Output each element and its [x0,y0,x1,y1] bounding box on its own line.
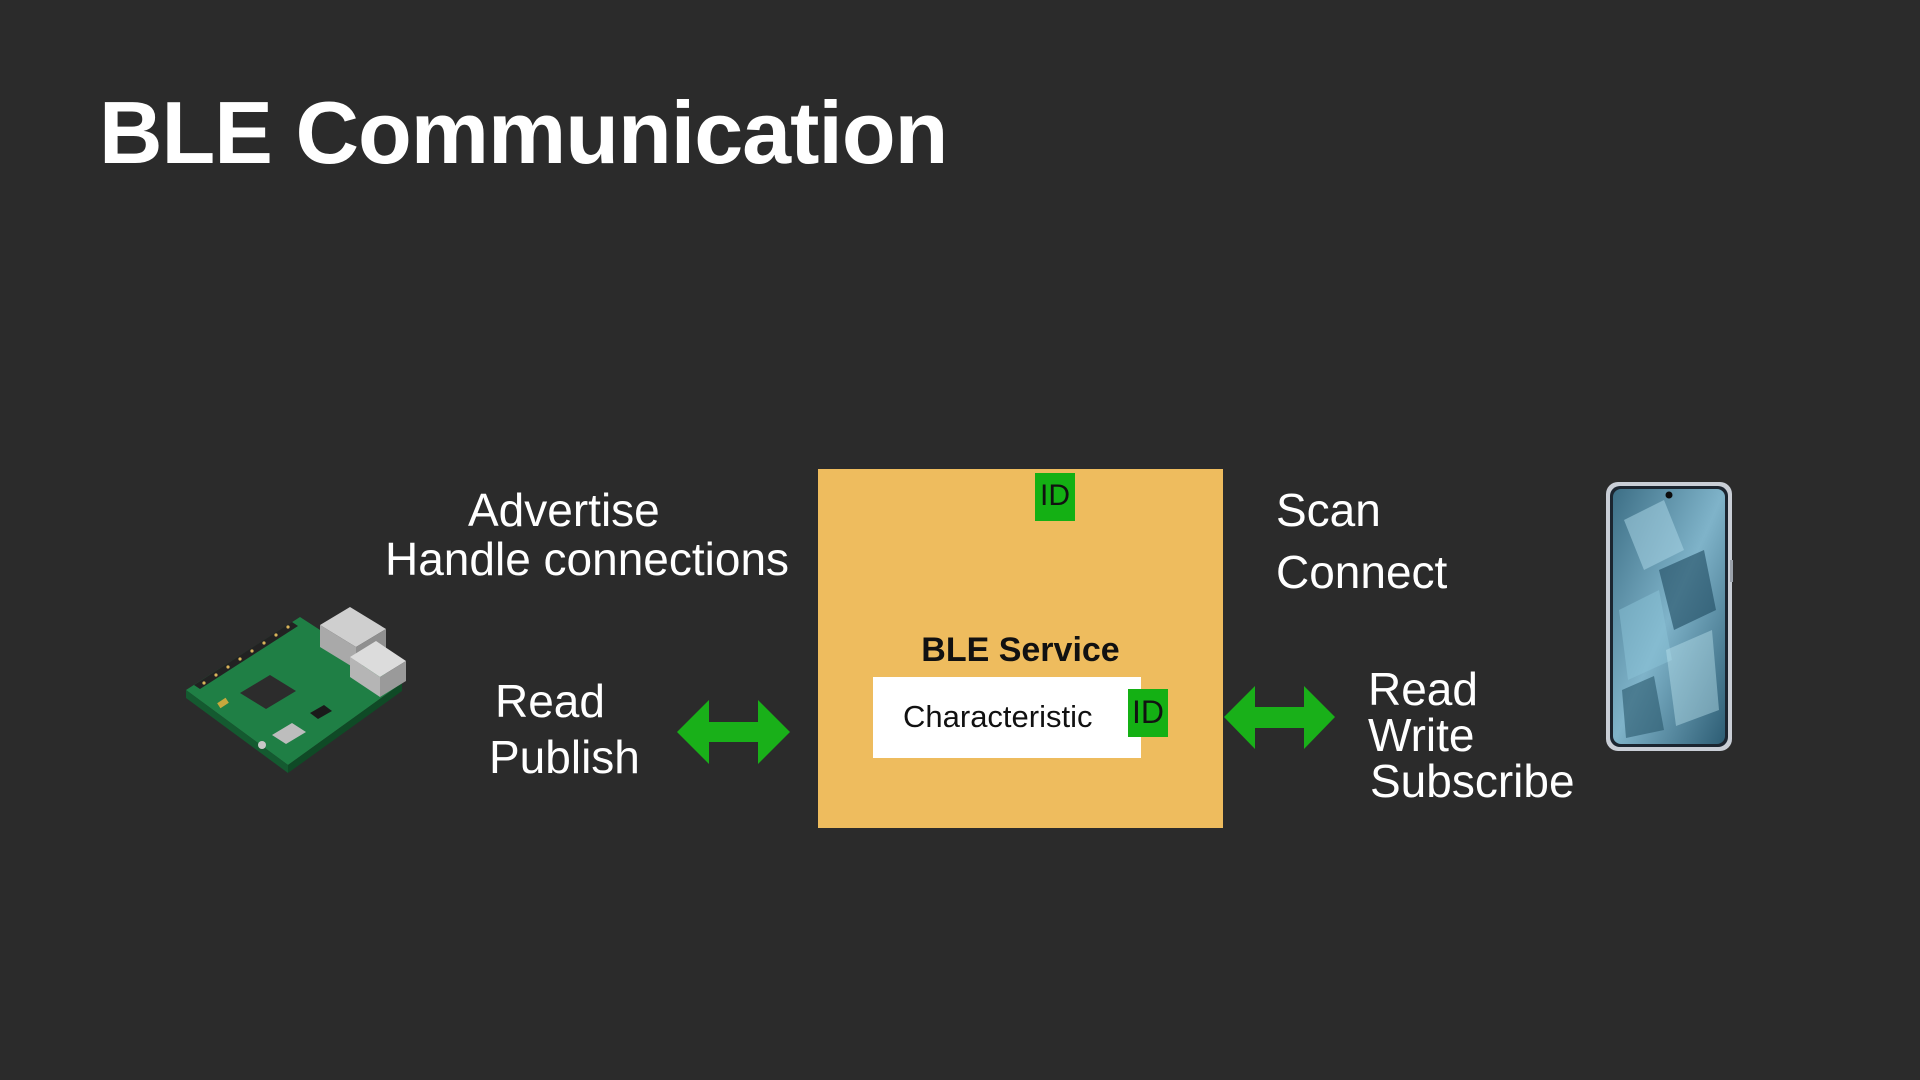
read-right-label: Read [1368,663,1478,715]
advertise-label: Advertise [468,484,660,536]
bidirectional-arrow-icon [677,700,790,764]
page-title: BLE Communication [99,83,948,182]
subscribe-label: Subscribe [1370,755,1575,807]
bidirectional-arrow-icon [1224,686,1335,749]
characteristic-label: Characteristic [903,699,1093,734]
ble-service-box: ID BLE Service Characteristic ID [818,469,1223,828]
publish-label: Publish [489,731,640,783]
smartphone-icon [1606,482,1733,751]
handle-connections-label: Handle connections [385,533,790,585]
characteristic-box: Characteristic [873,677,1141,758]
service-title: BLE Service [921,631,1120,669]
characteristic-id-badge: ID [1128,689,1168,737]
connect-label: Connect [1276,546,1448,598]
raspberry-pi-icon [186,607,406,773]
service-id-badge: ID [1035,473,1075,521]
scan-label: Scan [1276,484,1381,536]
read-left-label: Read [495,675,605,727]
write-label: Write [1368,709,1475,761]
